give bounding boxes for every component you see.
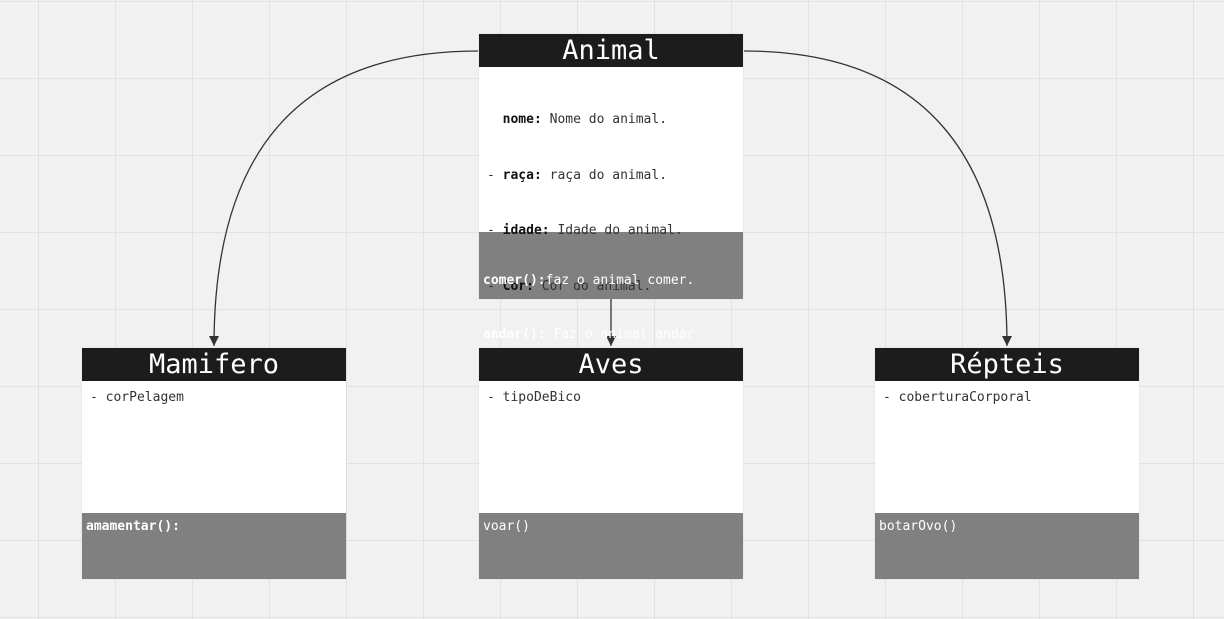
method-comer: comer():faz o animal comer.	[483, 273, 695, 288]
attribute-raca: - raça: raça do animal.	[487, 167, 668, 183]
connector-animal-to-mamifero[interactable]	[209, 50, 479, 347]
class-mamifero[interactable]: Mamifero - corPelagem amamentar():	[82, 348, 346, 579]
class-mamifero-methods: amamentar():	[82, 513, 346, 579]
class-repteis-methods: botarOvo()	[875, 513, 1139, 579]
class-aves-attributes: - tipoDeBico	[479, 381, 743, 513]
class-animal-methods: comer():faz o animal comer. andar(): Faz…	[479, 232, 743, 342]
attribute-tipodebico: - tipoDeBico	[487, 390, 581, 405]
method-amamentar: amamentar():	[86, 519, 180, 534]
class-mamifero-attributes: - corPelagem	[82, 381, 346, 513]
class-animal-attributes: nome: Nome do animal. - raça: raça do an…	[479, 67, 743, 294]
attribute-corpelagem: - corPelagem	[90, 390, 184, 405]
method-botarovo: botarOvo()	[879, 519, 958, 534]
attribute-coberturacorporal: - coberturaCorporal	[883, 390, 1032, 405]
class-aves[interactable]: Aves - tipoDeBico voar()	[479, 348, 743, 579]
class-animal-title: Animal	[479, 34, 743, 67]
class-repteis[interactable]: Répteis - coberturaCorporal botarOvo()	[875, 348, 1139, 579]
class-aves-title: Aves	[479, 348, 743, 381]
class-repteis-title: Répteis	[875, 348, 1139, 381]
class-animal[interactable]: Animal nome: Nome do animal. - raça: raç…	[479, 34, 743, 342]
connector-animal-to-repteis[interactable]	[743, 50, 1012, 347]
class-repteis-attributes: - coberturaCorporal	[875, 381, 1139, 513]
attribute-nome: nome: Nome do animal.	[502, 112, 668, 127]
attribute-cor: - Cor: Cor do animal.	[487, 278, 652, 294]
class-mamifero-title: Mamifero	[82, 348, 346, 381]
attribute-idade: - idade: Idade do animal.	[487, 223, 683, 238]
class-aves-methods: voar()	[479, 513, 743, 579]
method-andar: andar(): Faz o animal andar	[483, 327, 695, 342]
method-voar: voar()	[483, 519, 530, 534]
